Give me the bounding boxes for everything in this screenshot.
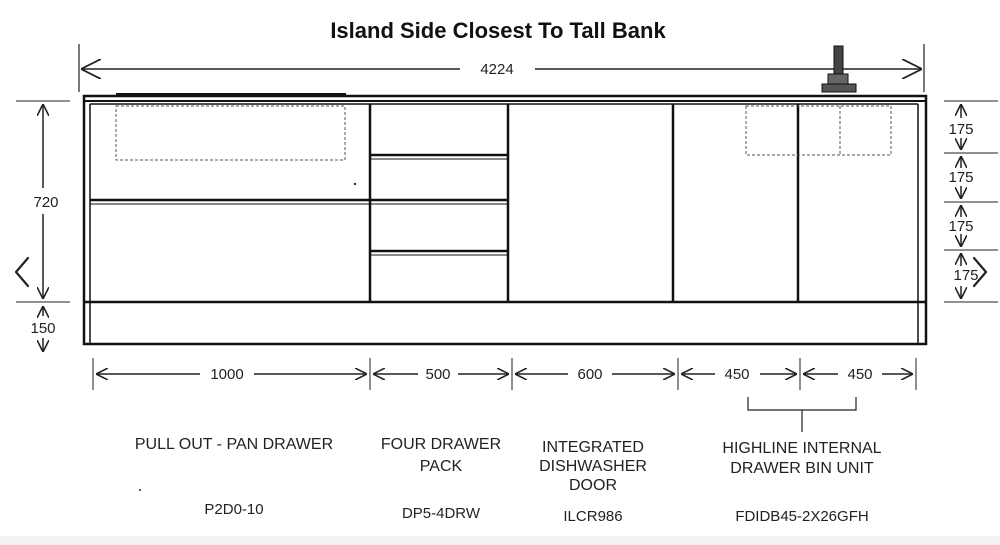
drawer-height-label-2: 175 xyxy=(948,169,973,186)
label-dishwasher-line1: INTEGRATED xyxy=(542,439,644,456)
label-dishwasher-line2: DISHWASHER xyxy=(539,458,647,475)
label-four-drawer-line2: PACK xyxy=(420,458,463,475)
chevron-right-icon xyxy=(972,256,988,288)
overall-width-label: 4224 xyxy=(480,61,513,78)
cabinet-elevation xyxy=(82,93,928,346)
unit-width-dimensions: 1000 500 600 450 450 xyxy=(92,358,917,432)
width-label-highline-1: 450 xyxy=(724,366,749,383)
label-pan-drawer: PULL OUT - PAN DRAWER xyxy=(135,436,333,453)
page-title: Island Side Closest To Tall Bank xyxy=(330,18,666,43)
width-label-four-drawer: 500 xyxy=(425,366,450,383)
label-highline-line1: HIGHLINE INTERNAL xyxy=(722,440,881,457)
code-highline: FDIDB45-2X26GFH xyxy=(735,508,868,525)
tap-icon xyxy=(821,45,857,93)
code-four-drawer: DP5-4DRW xyxy=(402,505,481,522)
drawer-height-label-4: 175 xyxy=(953,267,978,284)
drawer-height-label-3: 175 xyxy=(948,218,973,235)
next-button[interactable] xyxy=(964,250,996,294)
code-dishwasher: ILCR986 xyxy=(563,508,622,525)
carcass-height-label: 720 xyxy=(33,194,58,211)
plinth-height-label: 150 xyxy=(30,320,55,337)
code-pan-drawer: P2D0-10 xyxy=(204,501,263,518)
width-label-dishwasher: 600 xyxy=(577,366,602,383)
drawer-height-label-1: 175 xyxy=(948,121,973,138)
chevron-left-icon xyxy=(14,256,30,288)
bottom-bar xyxy=(0,536,1000,545)
height-dimensions: 720 150 xyxy=(16,100,70,352)
width-label-highline-2: 450 xyxy=(847,366,872,383)
width-label-pan-drawer: 1000 xyxy=(210,366,243,383)
drawer-height-dimensions: 175 175 175 175 xyxy=(944,100,998,303)
label-four-drawer-line1: FOUR DRAWER xyxy=(381,436,501,453)
overall-width-dimension: 4224 xyxy=(78,44,925,92)
prev-button[interactable] xyxy=(4,250,36,294)
label-highline-line2: DRAWER BIN UNIT xyxy=(730,460,874,477)
label-dishwasher-line3: DOOR xyxy=(569,477,617,494)
